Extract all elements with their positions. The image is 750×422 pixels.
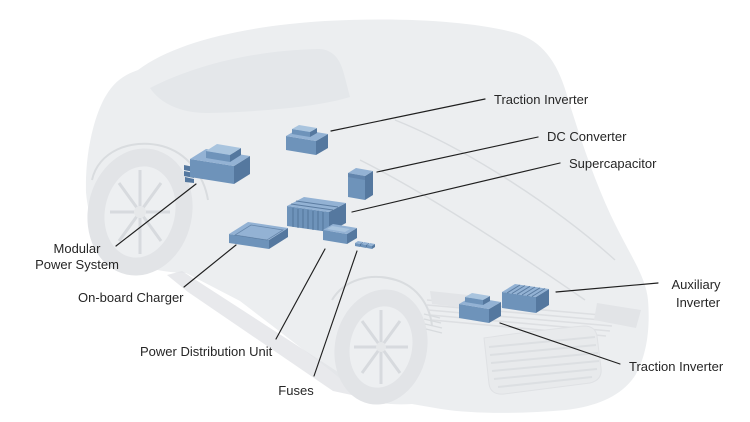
label-dc-converter: DC Converter [547,129,627,144]
right-headlight [594,303,641,328]
label-power-distribution-unit: Power Distribution Unit [140,344,273,359]
component-modular-power-system [184,144,250,184]
leader-lines [115,98,659,377]
leader-traction-inverter-front [499,322,621,365]
car-hood-crease-2 [359,159,586,301]
label-traction-inverter-front: Traction Inverter [629,359,724,374]
leader-supercapacitor [351,162,561,213]
component-traction-inverter-rear [286,125,328,155]
label-supercapacitor: Supercapacitor [569,156,657,171]
component-auxiliary-inverter [502,284,549,313]
rear-wheel [87,148,193,276]
component-dc-converter [348,168,373,200]
leader-onboard-charger [183,244,237,288]
component-onboard-charger [229,222,288,249]
car-rocker-shadow [167,271,361,397]
components [184,125,549,323]
label-fuses: Fuses [278,383,314,398]
front-wheel-spokes [354,310,408,384]
leader-dc-converter [376,136,539,173]
car-side-windows [150,49,350,113]
car-illustration [85,19,649,413]
leader-traction-inverter-rear [330,98,486,132]
car-body-silhouette [85,19,649,413]
grille-stripes [488,336,600,388]
leader-auxiliary-inverter [555,282,659,293]
label-auxiliary-inverter-line1: Auxiliary [671,277,721,292]
labels: Traction Inverter DC Converter Supercapa… [35,92,724,398]
component-traction-inverter-front [459,293,501,323]
supercapacitor-ribs [290,200,339,231]
component-power-distribution-unit [323,224,357,244]
left-headlight [430,291,468,308]
car-hood-crease-1 [394,119,616,261]
front-fascia [423,291,641,395]
component-fuses [355,241,375,249]
front-grille [483,325,602,395]
fender-vent-slats [423,313,443,334]
label-modular-power-system-line2: Power System [35,257,119,272]
leader-power-distribution-unit [275,248,326,340]
label-modular-power-system-line1: Modular [54,241,102,256]
label-auxiliary-inverter-line2: Inverter [676,295,721,310]
label-onboard-charger: On-board Charger [78,290,184,305]
front-wheel [334,289,428,405]
car-front-wheel-arch [331,275,433,327]
leader-fuses [313,250,358,377]
leader-modular-power-system [115,183,197,247]
auxiliary-inverter-fins [506,284,546,297]
label-traction-inverter-rear: Traction Inverter [494,92,589,107]
